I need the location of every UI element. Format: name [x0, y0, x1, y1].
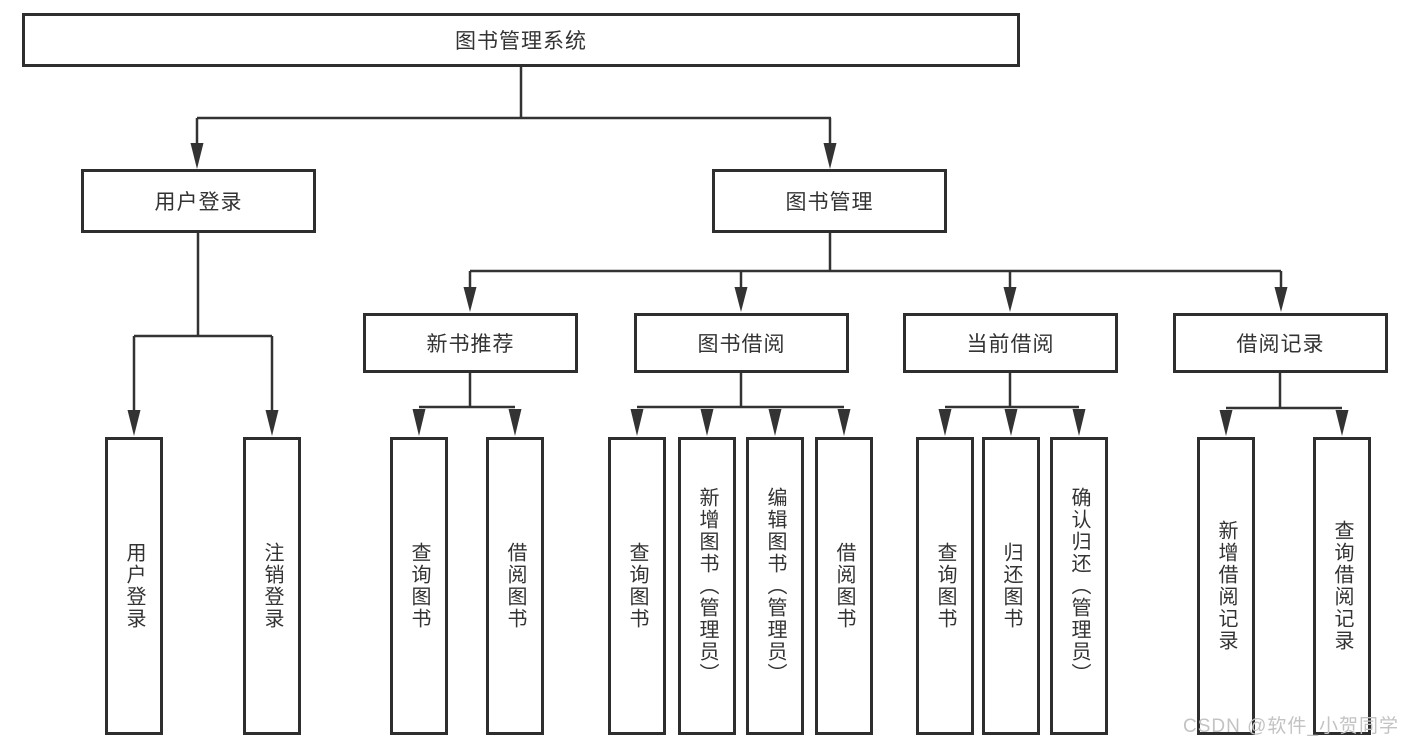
- leaf-add-borrow-record: 新增借阅记录: [1197, 437, 1255, 735]
- leaf-query-book-recommend-label: 查询图书: [408, 542, 430, 630]
- leaf-query-book-recommend: 查询图书: [390, 437, 448, 735]
- leaf-borrow-book-label: 借阅图书: [833, 542, 855, 630]
- leaf-user-login: 用户登录: [105, 437, 163, 735]
- leaf-query-book-borrow-label: 查询图书: [626, 542, 648, 630]
- leaf-add-borrow-record-label: 新增借阅记录: [1215, 520, 1237, 652]
- leaf-query-book-current: 查询图书: [916, 437, 974, 735]
- node-book-borrow-label: 图书借阅: [697, 333, 786, 356]
- leaf-query-borrow-record: 查询借阅记录: [1313, 437, 1371, 735]
- leaf-edit-book-admin-label: 编辑图书（管理员）: [764, 487, 786, 685]
- leaf-edit-book-admin: 编辑图书（管理员）: [746, 437, 804, 735]
- leaf-borrow-book: 借阅图书: [815, 437, 873, 735]
- leaf-add-book-admin: 新增图书（管理员）: [678, 437, 736, 735]
- node-current-borrow: 当前借阅: [903, 313, 1118, 373]
- leaf-return-book: 归还图书: [982, 437, 1040, 735]
- node-borrow-records: 借阅记录: [1173, 313, 1388, 373]
- watermark: CSDN @软件_小贺同学: [1183, 716, 1399, 737]
- node-book-management-label: 图书管理: [785, 191, 874, 214]
- leaf-query-borrow-record-label: 查询借阅记录: [1331, 520, 1353, 652]
- leaf-add-book-admin-label: 新增图书（管理员）: [696, 487, 718, 685]
- leaf-return-book-label: 归还图书: [1000, 542, 1022, 630]
- node-user-login-label: 用户登录: [154, 191, 243, 214]
- node-book-borrow: 图书借阅: [634, 313, 849, 373]
- leaf-confirm-return-admin: 确认归还（管理员）: [1050, 437, 1108, 735]
- node-current-borrow-label: 当前借阅: [966, 333, 1055, 356]
- leaf-confirm-return-admin-label: 确认归还（管理员）: [1068, 487, 1090, 685]
- leaf-borrow-book-recommend: 借阅图书: [486, 437, 544, 735]
- node-book-management: 图书管理: [712, 169, 947, 233]
- node-user-login: 用户登录: [81, 169, 316, 233]
- node-new-book-recommend: 新书推荐: [363, 313, 578, 373]
- leaf-logout: 注销登录: [243, 437, 301, 735]
- node-root: 图书管理系统: [22, 13, 1020, 67]
- leaf-query-book-current-label: 查询图书: [934, 542, 956, 630]
- node-borrow-records-label: 借阅记录: [1236, 333, 1325, 356]
- leaf-user-login-label: 用户登录: [123, 542, 145, 630]
- node-root-label: 图书管理系统: [455, 30, 587, 53]
- leaf-borrow-book-recommend-label: 借阅图书: [504, 542, 526, 630]
- leaf-query-book-borrow: 查询图书: [608, 437, 666, 735]
- node-new-book-recommend-label: 新书推荐: [426, 333, 515, 356]
- leaf-logout-label: 注销登录: [261, 542, 283, 630]
